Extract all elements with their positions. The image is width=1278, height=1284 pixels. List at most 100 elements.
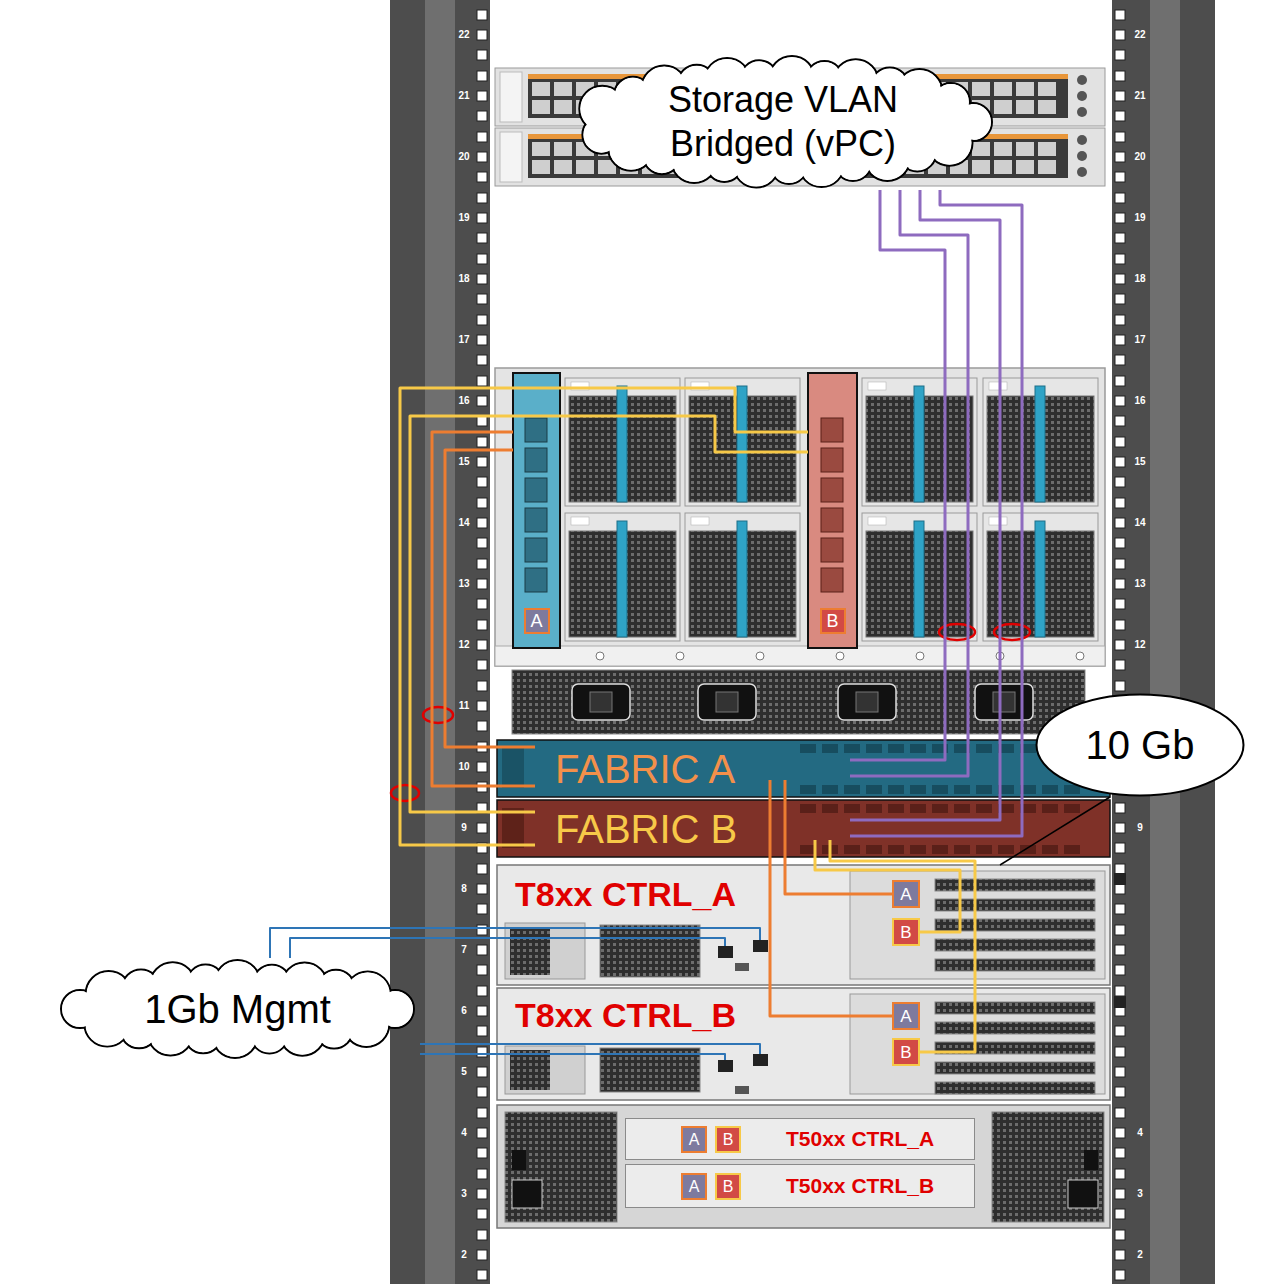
cable [920,190,1000,800]
cable [770,797,892,1016]
blade-led [989,382,1007,390]
rack-unit-number: 20 [449,150,479,164]
rack-unit-number: 14 [449,516,479,530]
rack-hole [477,721,487,731]
rack-unit-number: 3 [1125,1187,1155,1201]
rack-unit-number: 15 [449,455,479,469]
rack-unit-number: 16 [449,394,479,408]
port-badge: A [892,1002,920,1030]
rack-hole [477,1047,487,1057]
rack-hole [477,30,487,40]
rack-unit-number: 18 [1125,272,1155,286]
connectors [270,190,1110,1054]
rack-hole [1115,986,1125,996]
switch-fan-dot [1077,135,1087,145]
rack-unit-number: 9 [1125,821,1155,835]
server-chassis [497,865,1110,985]
device-label: FABRIC B [555,807,737,851]
rack-hole [477,1067,487,1077]
power-socket [512,1180,542,1208]
rack-hole [477,579,487,589]
rack-hole [1115,1189,1125,1199]
fabric-port [910,785,926,794]
fabric-port [1020,845,1036,854]
device-label: T50xx CTRL_A [786,1127,934,1151]
rack-unit-number: 15 [1125,455,1155,469]
blade-led [868,517,886,525]
enclosure-psu [505,1112,617,1222]
fabric-port [822,744,838,753]
blade-handle [737,386,747,502]
rack-hole [1115,1026,1125,1036]
pcie-slot [935,959,1095,971]
fabric-port [800,804,816,813]
pcie-slot [935,1022,1095,1034]
rack-hole [1115,1067,1125,1077]
cable-stub [814,840,817,857]
rack-hole [477,254,487,264]
switch-port [1038,160,1056,174]
cable [420,1043,497,1045]
rack-hole [477,1270,487,1280]
switch-port [972,82,990,96]
rack-hole [1115,396,1125,406]
rack-hole [477,599,487,609]
blade-server [565,378,680,506]
switch-fan-dot [1077,107,1087,117]
switch-port [1016,160,1034,174]
rack-hole [477,1189,487,1199]
rack-hole [477,498,487,508]
blade-server [862,378,977,506]
rack-frame [390,0,1215,1284]
rack-hole [477,457,487,467]
rack-hole [1115,1087,1125,1097]
rack-unit-number: 19 [1125,211,1155,225]
rack-hole [477,233,487,243]
fabric-body [497,740,1110,797]
rack-hole [1115,1047,1125,1057]
rack-hole [1115,416,1125,426]
fabric-port [822,785,838,794]
switch-port [554,82,572,96]
power-socket [698,684,756,720]
rack-hole [1115,111,1125,121]
pcie-slot [935,1082,1095,1094]
fabric-interconnect: FABRIC B [497,800,1110,857]
switch-port [554,142,572,156]
switch-port [994,100,1012,114]
switch-port [994,142,1012,156]
fabric-interconnect: FABRIC A [497,740,1110,797]
rack-unit-number: 10 [449,760,479,774]
cable-stub [850,800,1022,836]
blade-led [571,517,589,525]
power-socket [1068,1180,1098,1208]
rack-hole [1115,925,1125,935]
rack-unit-number: 12 [449,638,479,652]
ethernet-port [753,940,768,952]
rack-hole [1115,518,1125,528]
controller-server: T8xx CTRL_BAB [497,988,1110,1100]
rack-unit-number: 7 [449,943,479,957]
rack-unit-number: 22 [449,28,479,42]
power-switch [1084,1150,1098,1170]
device-label: FABRIC A [555,747,735,791]
blade-handle [617,521,627,637]
fabric-console [502,748,524,788]
fabric-port [954,804,970,813]
rack-hole [1115,233,1125,243]
pcie-slot [935,1062,1095,1074]
blade-handle [737,521,747,637]
switch-port [1016,82,1034,96]
cable [445,450,513,747]
cable [1000,797,1110,865]
cable [815,857,960,932]
switch-port [1016,100,1034,114]
badge-letter: A [900,1008,911,1025]
rack-hole [477,1209,487,1219]
rack-hole [477,559,487,569]
io-module-port [525,478,547,502]
fabric-port [998,845,1014,854]
rack-unit-number: 19 [449,211,479,225]
rack-hole [1115,457,1125,467]
